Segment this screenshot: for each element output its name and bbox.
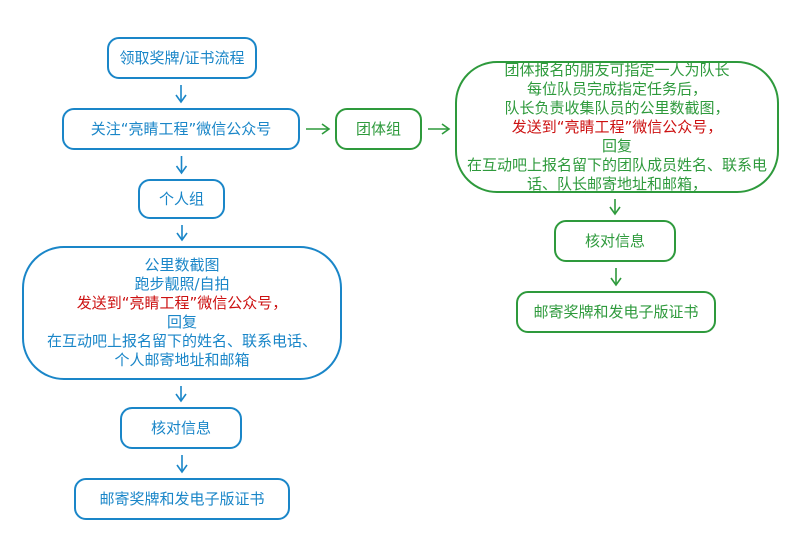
flow-node-text: 关注“亮睛工程”微信公众号 [90, 119, 272, 138]
flow-node-text: 核对信息 [584, 231, 645, 250]
flow-node: 个人组 [138, 179, 225, 219]
flow-node-text: 核对信息 [150, 418, 211, 437]
flow-node-text: 回复 [601, 136, 632, 155]
flow-edge-arrowhead [175, 393, 187, 403]
flow-node-text: 邮寄奖牌和发电子版证书 [99, 489, 265, 508]
flow-edge-arrowhead [176, 464, 188, 474]
flow-node: 公里数截图跑步靓照/自拍发送到“亮睛工程”微信公众号，回复在互动吧上报名留下的姓… [22, 246, 342, 380]
flow-node-text: 每位队员完成指定任务后， [526, 79, 707, 98]
flow-node: 领取奖牌/证书流程 [107, 37, 257, 79]
flow-node-text: 在互动吧上报名留下的姓名、联系电话、 [46, 332, 317, 350]
flow-node-text: 领取奖牌/证书流程 [119, 48, 245, 67]
flow-node-text: 话、队长邮寄地址和邮箱， [526, 174, 707, 193]
flow-node-text: 跑步靓照/自拍 [134, 275, 230, 293]
flow-node-text: 团体组 [355, 119, 401, 138]
flow-node-text: 发送到“亮睛工程”微信公众号， [511, 117, 723, 136]
flow-node-text: 个人邮寄地址和邮箱 [114, 351, 250, 369]
flow-edge-arrowhead [610, 277, 622, 287]
flow-node: 邮寄奖牌和发电子版证书 [74, 478, 290, 520]
flow-edge-arrowhead [321, 123, 331, 135]
flow-edge-arrowhead [176, 232, 188, 242]
flow-node-text: 公里数截图 [144, 256, 220, 274]
flow-node-text: 邮寄奖牌和发电子版证书 [533, 302, 699, 321]
flow-edge-arrowhead [175, 94, 187, 104]
flow-node: 关注“亮睛工程”微信公众号 [62, 108, 300, 150]
flow-node-text: 团体报名的朋友可指定一人为队长 [504, 60, 730, 79]
flow-edge-arrowhead [609, 206, 621, 216]
flow-node: 团体报名的朋友可指定一人为队长每位队员完成指定任务后，队长负责收集队员的公里数截… [455, 61, 779, 193]
flow-node-text: 回复 [166, 313, 197, 331]
flow-edge-arrowhead [441, 123, 451, 135]
flow-edge-arrowhead [175, 165, 188, 175]
flow-node-text: 在互动吧上报名留下的团队成员姓名、联系电 [466, 155, 767, 174]
flow-node: 邮寄奖牌和发电子版证书 [516, 291, 716, 333]
flow-node-text: 个人组 [158, 189, 204, 208]
flow-node: 核对信息 [120, 407, 242, 449]
flow-node: 核对信息 [554, 220, 676, 262]
flow-node-text: 发送到“亮睛工程”微信公众号， [76, 294, 288, 312]
flow-node-text: 队长负责收集队员的公里数截图， [504, 98, 730, 117]
flow-node: 团体组 [335, 108, 422, 150]
